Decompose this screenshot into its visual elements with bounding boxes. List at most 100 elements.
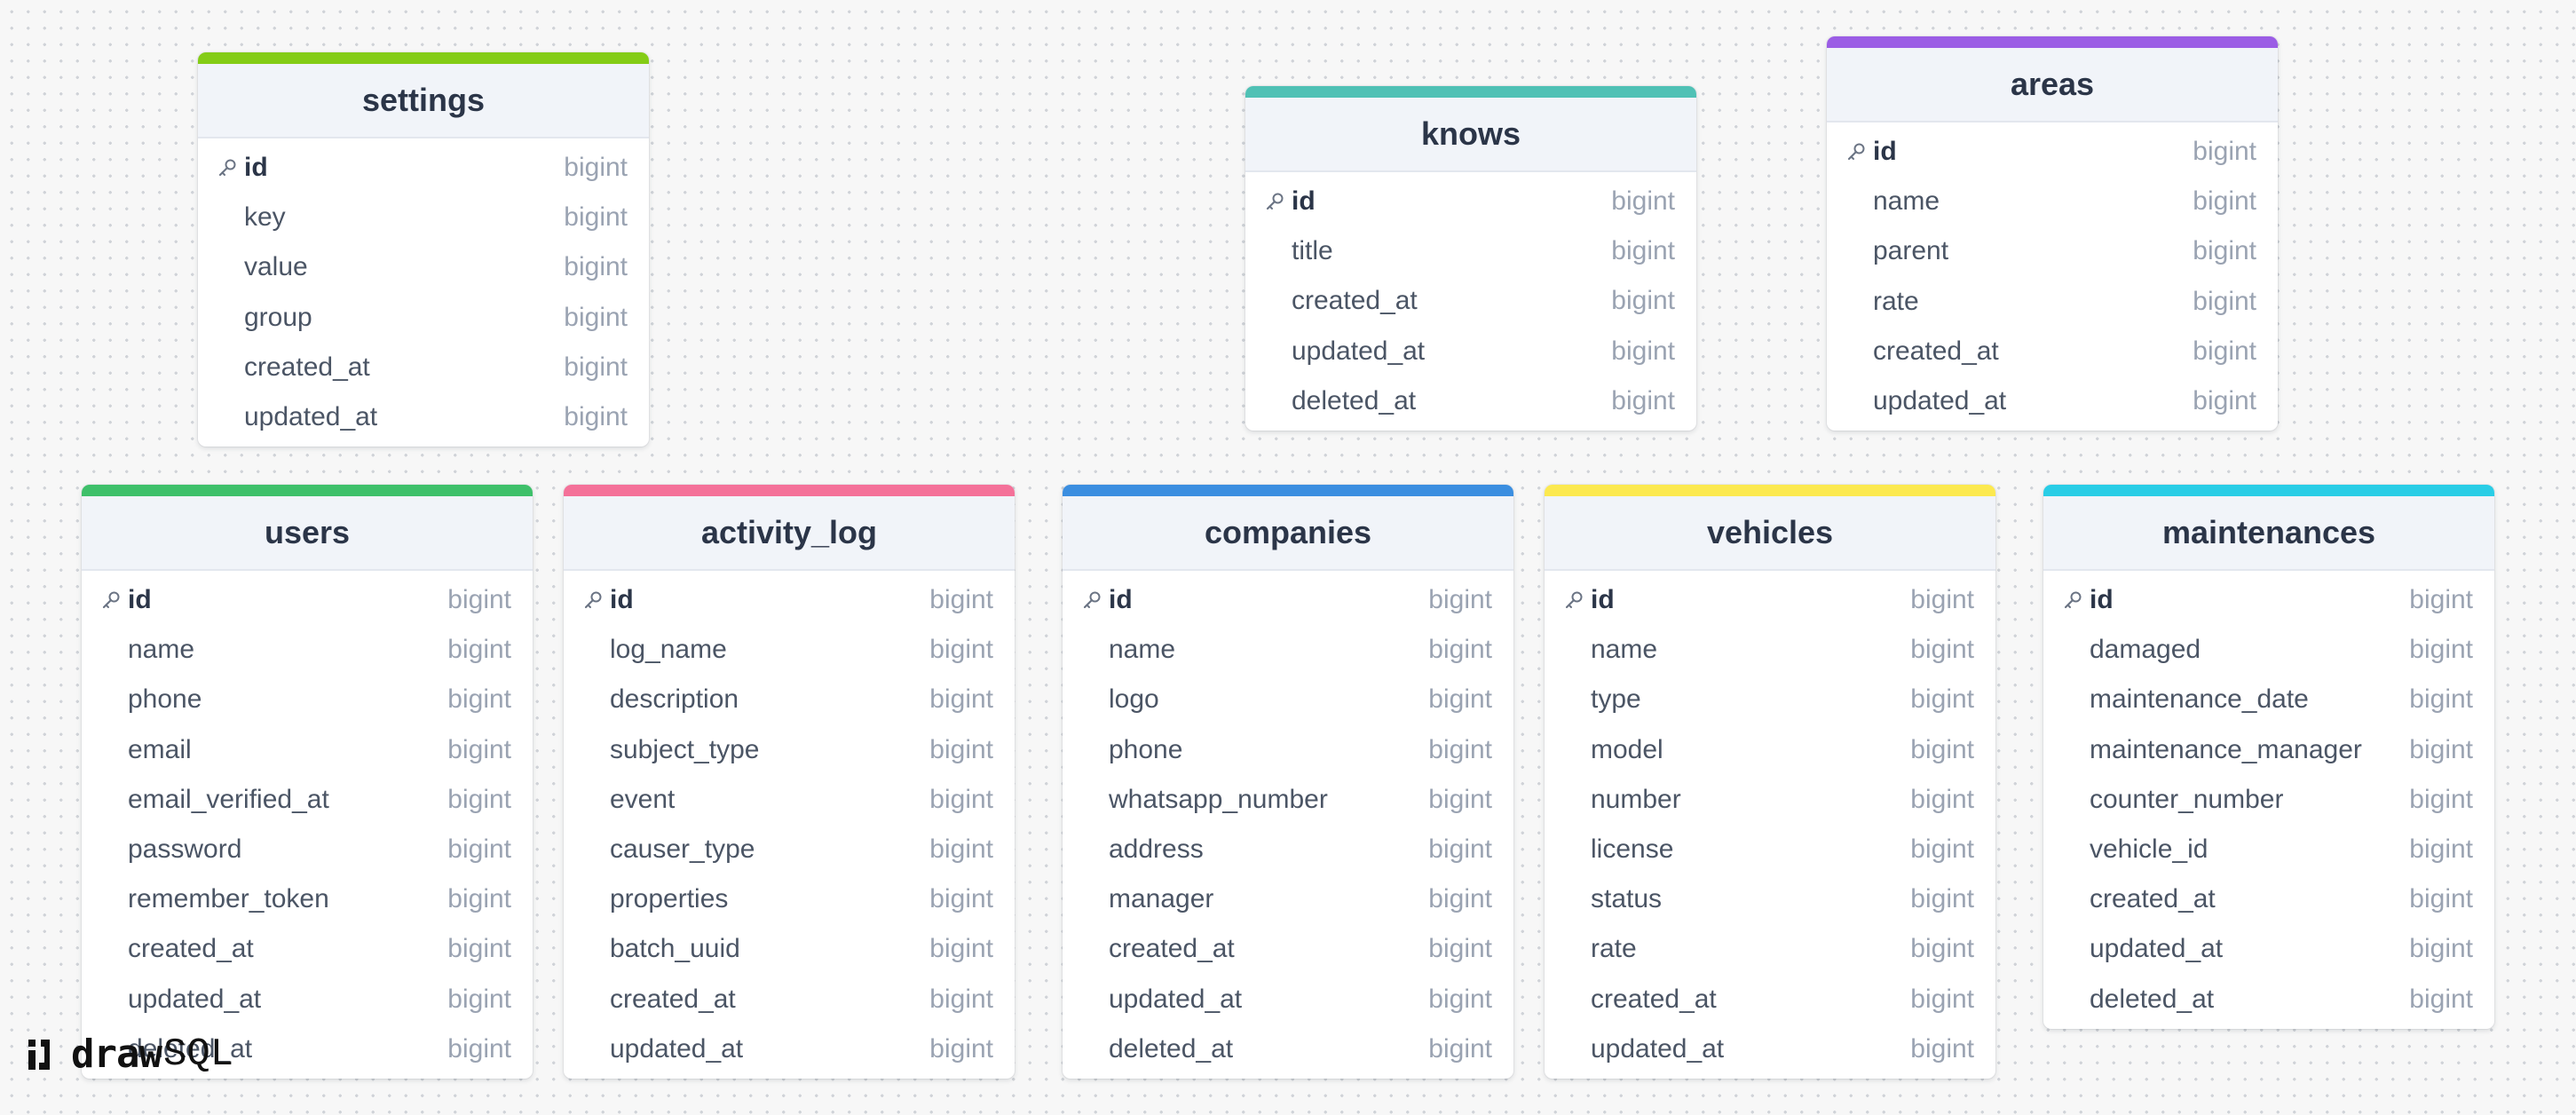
column-type: bigint bbox=[929, 684, 993, 715]
table-header[interactable]: vehicles bbox=[1545, 496, 1995, 571]
table-header[interactable]: users bbox=[82, 496, 533, 571]
table-title: knows bbox=[1420, 115, 1521, 152]
key-slot bbox=[583, 1036, 610, 1063]
column-type: bigint bbox=[2409, 784, 2473, 814]
column-name: remember_token bbox=[128, 884, 329, 914]
table-header[interactable]: settings bbox=[198, 64, 649, 138]
drawsql-logo-icon bbox=[28, 1039, 50, 1070]
column-name: event bbox=[610, 784, 676, 814]
column-type: bigint bbox=[929, 1033, 993, 1064]
key-slot bbox=[1082, 637, 1109, 663]
table-header[interactable]: companies bbox=[1063, 496, 1513, 571]
key-slot bbox=[1564, 936, 1591, 962]
column-name: updated_at bbox=[1873, 386, 2007, 416]
table-title: areas bbox=[2010, 66, 2095, 102]
primary-key-icon bbox=[1265, 188, 1292, 215]
key-slot bbox=[217, 204, 244, 231]
table-header[interactable]: knows bbox=[1245, 98, 1696, 172]
table-header[interactable]: maintenances bbox=[2043, 496, 2494, 571]
key-slot bbox=[1846, 188, 1873, 215]
key-slot bbox=[2063, 986, 2090, 1013]
table-header[interactable]: activity_log bbox=[564, 496, 1015, 571]
primary-key-icon bbox=[583, 587, 610, 613]
table-header[interactable]: areas bbox=[1827, 48, 2278, 123]
